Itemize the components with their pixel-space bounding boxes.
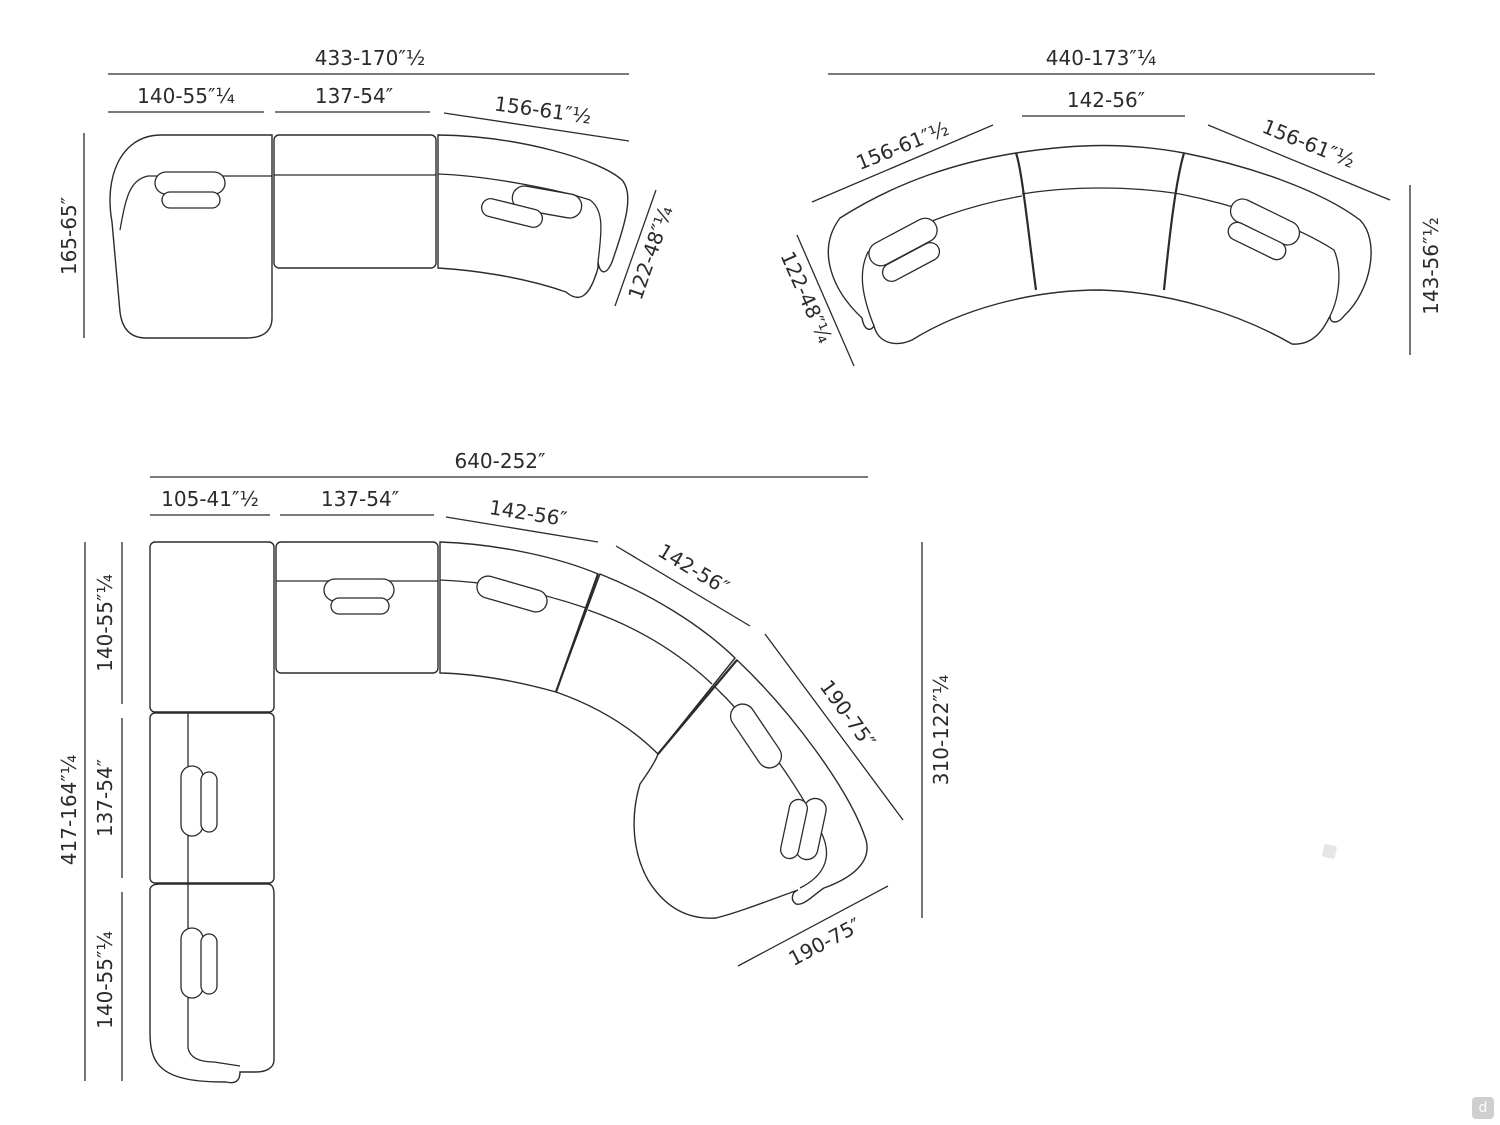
label-right-2: 156-61″½ — [1259, 114, 1359, 173]
dim-line-curve1-3 — [445, 516, 599, 543]
label-curve2-3: 142-56″ — [654, 539, 733, 600]
sofa3-module-corner — [149, 541, 275, 713]
label-height: 165-65″ — [57, 197, 81, 275]
sofa3-pillow-curve1 — [476, 575, 548, 613]
sofa1-pillow-d — [481, 198, 543, 228]
label-left3-3: 140-55″¼ — [93, 931, 117, 1029]
label-bottom-3: 190-75″ — [785, 913, 865, 971]
label-overall-2: 440-173″¼ — [1046, 46, 1156, 70]
watermark-mark — [1321, 843, 1338, 860]
sofa1-curved-back — [437, 173, 602, 263]
sofa2-body — [827, 144, 1372, 345]
sofa3-pillow-left2-a — [180, 927, 204, 999]
label-right-3: 310-122″¼ — [929, 675, 953, 785]
sofa3-pillow-chaise-a — [729, 703, 783, 769]
sofa3-module-curve2 — [555, 573, 736, 756]
sofa1-module-chaise — [109, 134, 273, 339]
label-left1-3: 140-55″¼ — [93, 574, 117, 672]
label-depth-2: 122-48″¼ — [776, 248, 838, 347]
sofa2-pillow-b — [881, 242, 941, 282]
diagram-1: 433-170″½ 140-55″¼ 137-54″ 156-61″½ 165-… — [57, 46, 678, 339]
sofa3-separator-b — [657, 659, 738, 755]
label-depth: 122-48″¼ — [623, 203, 678, 303]
label-left-2: 156-61″½ — [853, 116, 953, 175]
label-top1-3: 105-41″½ — [161, 487, 259, 511]
label-top2-3: 137-54″ — [321, 487, 399, 511]
sofa2-back-right — [1179, 193, 1340, 317]
sofa1-pillow-a — [154, 171, 226, 195]
dim-line-depth — [614, 189, 657, 307]
label-seg2: 137-54″ — [315, 84, 393, 108]
label-center-2: 142-56″ — [1067, 88, 1145, 112]
diagram-2: 440-173″¼ 142-56″ 156-61″½ 156-61″½ 122-… — [776, 46, 1443, 367]
sofa2-back-center — [1021, 187, 1181, 195]
diagram-3: 640-252″ 105-41″½ 137-54″ 142-56″ 142-56… — [57, 449, 953, 1084]
sofa2-separator-right — [1162, 152, 1186, 291]
brand-logo-icon: d — [1472, 1097, 1494, 1119]
sofa3-pillow-chaise-c — [779, 798, 809, 860]
sofa1-chaise-back — [119, 175, 272, 231]
dim-line-seg3 — [443, 112, 630, 142]
sofa2-separator-left — [1014, 152, 1038, 291]
dim-line-left-2 — [811, 124, 994, 203]
sofa3-left2-back — [187, 884, 241, 1067]
label-height-2: 143-56″½ — [1419, 217, 1443, 315]
label-seg1: 140-55″¼ — [137, 84, 235, 108]
sofa3-separator-a — [554, 573, 600, 693]
sofa3-pillow-left2-b — [200, 933, 218, 995]
sofa3-curve2-back — [587, 609, 713, 685]
sofa1-pillow-b — [161, 191, 221, 209]
sofa3-pillow-left1-a — [180, 765, 204, 837]
sofa3-pillow-top-b — [330, 597, 390, 615]
label-overall-3: 640-252″ — [454, 449, 545, 473]
label-overall: 433-170″½ — [315, 46, 425, 70]
label-left-total-3: 417-164″¼ — [57, 755, 81, 865]
sofa2-pillow-d — [1227, 221, 1287, 261]
dim-line-curve2-3 — [615, 545, 751, 627]
dim-line-curve3-3 — [764, 633, 904, 821]
dim-line-right-2 — [1207, 124, 1391, 201]
dim-line-depth-2 — [796, 234, 855, 367]
label-left2-3: 137-54″ — [93, 759, 117, 837]
dim-line-bottom-3 — [737, 885, 889, 967]
sofa3-pillow-left1-b — [200, 771, 218, 833]
sofa1-module-middle — [273, 134, 437, 269]
